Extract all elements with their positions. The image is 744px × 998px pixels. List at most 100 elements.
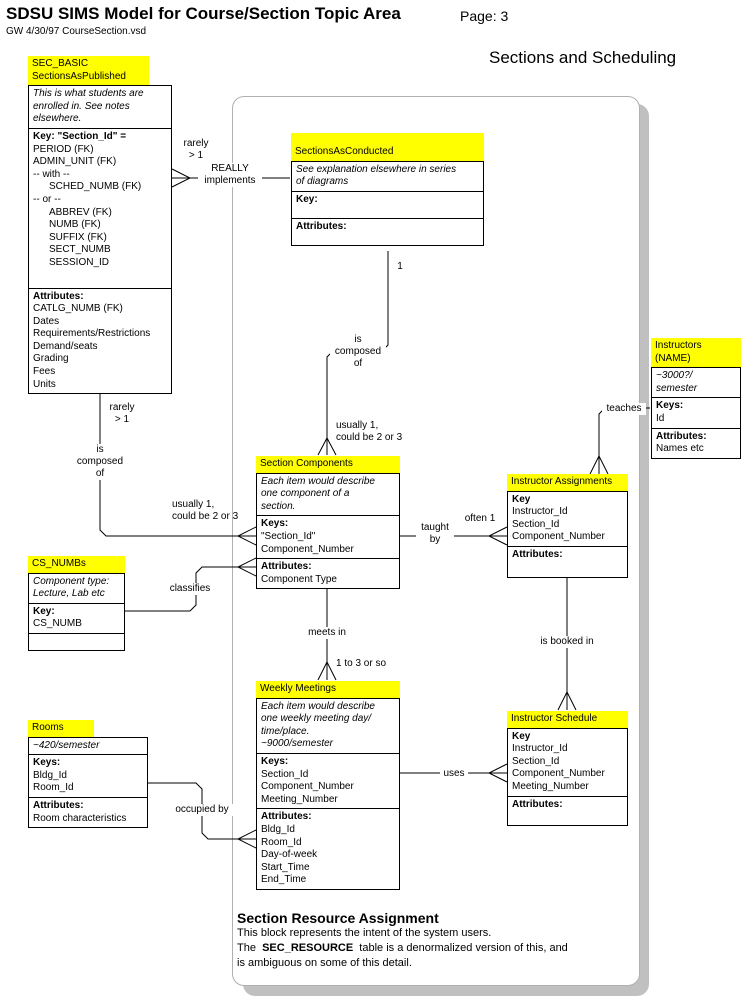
entity-body: See explanation elsewhere in series of d… — [291, 160, 484, 246]
label-line: composed — [334, 346, 382, 357]
entity-instructor-schedule: Instructor Schedule Key Instructor_Id Se… — [507, 711, 628, 826]
entity-keys: Key: — [292, 190, 483, 218]
label-taught-by: taught by — [416, 522, 454, 546]
teaches-line — [598, 407, 650, 474]
entity-title-line: SectionsAsPublished — [32, 70, 126, 82]
keys-label: Key — [512, 493, 531, 505]
entity-attributes: Attributes: — [292, 217, 483, 245]
attribute-item: End_Time — [261, 874, 307, 886]
crow-foot-implements — [171, 168, 192, 188]
keys-label: Keys: — [261, 755, 289, 767]
note-line: enrolled in. See notes — [33, 100, 130, 112]
entity-title-line: Instructor Schedule — [511, 713, 598, 724]
entity-attributes: Attributes: — [508, 545, 627, 577]
label-often-one: often 1 — [464, 513, 496, 524]
note-line: one component of a — [261, 488, 350, 500]
key-item: "Section_Id" — [261, 530, 316, 542]
attribute-item: Component Type — [261, 573, 337, 585]
entity-keys: Keys: Section_Id Component_Number Meetin… — [257, 752, 399, 808]
crow-foot-schedule-left — [487, 763, 508, 783]
note-line: The SEC_RESOURCE table is a denormalized… — [237, 941, 637, 956]
entity-keys: Key Instructor_Id Section_Id Component_N… — [508, 492, 627, 546]
key-item: Meeting_Number — [512, 780, 589, 792]
note-line: Lecture, Lab etc — [33, 588, 105, 600]
entity-body: Each item would describe one component o… — [256, 472, 400, 590]
entity-note: Each item would describe one weekly meet… — [257, 699, 399, 753]
key-item: SESSION_ID — [49, 256, 110, 268]
attribute-item: Bldg_Id — [261, 823, 295, 835]
key-item: Component_Number — [261, 781, 354, 793]
label-line: implements — [204, 175, 256, 186]
keys-label: Key: — [296, 193, 318, 205]
label-line: is — [96, 444, 104, 455]
key-item: Bldg_Id — [33, 769, 67, 781]
entity-title-line: CS_NUMBs — [32, 558, 86, 569]
key-item: ABBREV (FK) — [49, 206, 112, 218]
keys-label: Keys: — [656, 400, 684, 412]
entity-sec-basic: SEC_BASIC SectionsAsPublished This is wh… — [28, 56, 172, 395]
crow-foot-components-cs — [236, 557, 257, 577]
attributes-label: Attributes: — [261, 811, 312, 823]
entity-body: This is what students are enrolled in. S… — [28, 85, 172, 395]
note-table-name: SEC_RESOURCE — [262, 942, 354, 954]
label-rarely-left: rarely > 1 — [102, 402, 142, 426]
note-line: Each item would describe — [261, 700, 375, 712]
entity-header: Instructor Schedule — [507, 711, 628, 728]
label-line: by — [429, 534, 441, 545]
crow-foot-schedule — [557, 690, 577, 711]
note-line: of diagrams — [296, 176, 349, 188]
note-line: one weekly meeting day/ — [261, 713, 372, 725]
entity-note: Component type: Lecture, Lab etc — [29, 574, 124, 603]
note-line: ~9000/semester — [261, 738, 333, 750]
entity-body: Each item would describe one weekly meet… — [256, 697, 400, 890]
entity-note: This is what students are enrolled in. S… — [29, 86, 171, 128]
key-item: SUFFIX (FK) — [49, 231, 107, 243]
note-line: ~420/semester — [33, 739, 100, 751]
note-line: See explanation elsewhere in series — [296, 163, 457, 175]
label-line: of — [353, 358, 363, 369]
entity-attributes: Attributes: CATLG_NUMB (FK) Dates Requir… — [29, 287, 171, 394]
entity-attributes: Attributes: — [508, 795, 627, 825]
entity-note: ~420/semester — [29, 738, 147, 755]
label-meets-in: meets in — [303, 627, 351, 639]
note-line: elsewhere. — [33, 113, 82, 125]
label-is-composed-of-mid: is composed of — [330, 334, 386, 370]
entity-note: Each item would describe one component o… — [257, 474, 399, 516]
label-classifies: classifies — [164, 583, 216, 595]
label-usually-one-b: usually 1, could be 2 or 3 — [172, 499, 250, 523]
attributes-label: Attributes: — [512, 798, 563, 810]
key-item: PERIOD (FK) — [33, 143, 94, 155]
note-line: is ambiguous on some of this detail. — [237, 957, 412, 969]
key-item: Room_Id — [33, 782, 74, 794]
key-item: -- or -- — [33, 193, 61, 205]
entity-header: Rooms — [28, 720, 94, 737]
key-item: Component_Number — [512, 768, 605, 780]
keys-label: Key: — [33, 605, 55, 617]
entity-header: Instructor Assignments — [507, 474, 628, 491]
note-title: Section Resource Assignment — [237, 910, 439, 926]
key-item: Instructor_Id — [512, 506, 568, 518]
label-line: could be 2 or 3 — [336, 432, 403, 443]
entity-instructors: Instructors (NAME) ~3000?/ semester Keys… — [651, 338, 741, 459]
entity-body: Key Instructor_Id Section_Id Component_N… — [507, 490, 628, 578]
note-text: The — [237, 942, 256, 954]
attributes-label: Attributes: — [33, 290, 84, 302]
key-item: CS_NUMB — [33, 618, 82, 630]
label-is-composed-of-left: is composed of — [70, 444, 130, 480]
crow-foot-meetings — [317, 660, 337, 681]
entity-header: SectionsAsConducted — [291, 133, 484, 161]
entity-rooms: Rooms ~420/semester Keys: Bldg_Id Room_I… — [28, 720, 148, 829]
attribute-item: Day-of-week — [261, 849, 318, 861]
attribute-item: Units — [33, 378, 56, 390]
attribute-item: CATLG_NUMB (FK) — [33, 303, 123, 315]
label-occupied-by: occupied by — [170, 804, 234, 816]
note-line: Each item would describe — [261, 475, 375, 487]
label-line: composed — [76, 456, 124, 467]
label-line: > 1 — [114, 414, 130, 425]
key-item: ADMIN_UNIT (FK) — [33, 156, 117, 168]
entity-attributes — [29, 632, 124, 650]
key-item: Component_Number — [512, 531, 605, 543]
entity-keys: Key: CS_NUMB — [29, 602, 124, 633]
attribute-item: Room characteristics — [33, 812, 127, 824]
diagram-title: SDSU SIMS Model for Course/Section Topic… — [6, 4, 401, 23]
